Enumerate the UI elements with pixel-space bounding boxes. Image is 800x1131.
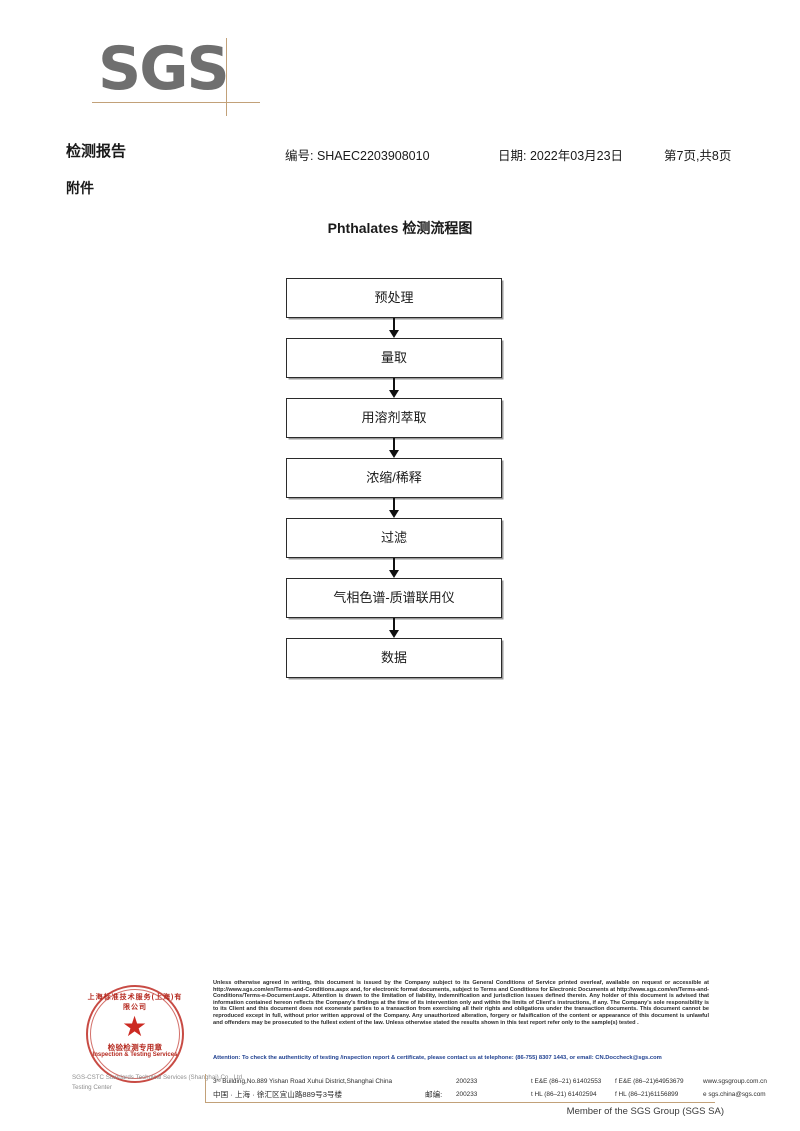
flow-step-4-label: 浓缩/稀释 bbox=[366, 469, 422, 485]
flow-arrow-5 bbox=[286, 558, 502, 578]
flow-arrow-3 bbox=[286, 438, 502, 458]
flow-step-1-label: 预处理 bbox=[374, 289, 414, 305]
seal-english-text: Inspection & Testing Services bbox=[92, 1052, 178, 1058]
company-name-line-1: SGS-CSTC Standards Technical Services (S… bbox=[72, 1074, 244, 1081]
fax-ee: f E&E (86–21)64953679 bbox=[615, 1078, 684, 1085]
flow-step-5: 过滤 bbox=[286, 518, 502, 558]
zip-chinese: 200233 bbox=[456, 1091, 478, 1098]
telephone-ee: t E&E (86–21) 61402553 bbox=[531, 1078, 602, 1085]
email-link[interactable]: e sgs.china@sgs.com bbox=[703, 1091, 766, 1098]
website-link[interactable]: www.sgsgroup.com.cn bbox=[703, 1078, 767, 1085]
flow-step-5-label: 过滤 bbox=[380, 529, 407, 545]
flow-step-7-label: 数据 bbox=[380, 649, 407, 665]
document-header: 检测报告 附件 编号: SHAEC2203908010 日期: 2022年03月… bbox=[66, 140, 766, 200]
logo-vertical-rule bbox=[226, 38, 227, 116]
company-name-line-2: Testing Center bbox=[72, 1084, 112, 1091]
arrow-line-icon bbox=[393, 618, 395, 632]
page-title: 检测报告 bbox=[66, 143, 127, 160]
flow-step-4: 浓缩/稀释 bbox=[286, 458, 502, 498]
telephone-hl: t HL (86–21) 61402594 bbox=[531, 1091, 597, 1098]
flow-step-3: 用溶剂萃取 bbox=[286, 398, 502, 438]
fax-hl: f HL (86–21)61156899 bbox=[615, 1091, 679, 1098]
seal-chinese-text: 检验检测专用章 bbox=[107, 1043, 163, 1052]
seal-arc-text: 上海标准技术服务(上海)有限公司 bbox=[87, 994, 183, 1011]
flow-step-1: 预处理 bbox=[286, 278, 502, 318]
page-indicator: 第7页,共8页 bbox=[664, 149, 732, 163]
arrow-line-icon bbox=[393, 318, 395, 332]
flow-step-2-label: 量取 bbox=[380, 349, 407, 365]
arrow-line-icon bbox=[393, 378, 395, 392]
footer-rule bbox=[205, 1102, 715, 1104]
logo-horizontal-rule bbox=[92, 102, 260, 103]
zip-label-chinese: 邮编: bbox=[425, 1090, 443, 1099]
address-chinese: 中国 · 上海 · 徐汇区宜山路889号3号楼 bbox=[213, 1090, 343, 1099]
address-row-english: 3ʳᵈ Building,No.889 Yishan Road Xuhui Di… bbox=[213, 1075, 767, 1088]
sgs-logo-text: SGS bbox=[98, 34, 230, 104]
arrow-line-icon bbox=[393, 438, 395, 452]
flow-arrow-1 bbox=[286, 318, 502, 338]
address-english: 3ʳᵈ Building,No.889 Yishan Road Xuhui Di… bbox=[213, 1078, 393, 1085]
attention-notice-text: Attention: To check the authenticity of … bbox=[213, 1055, 662, 1061]
company-seal-outer-ring bbox=[86, 985, 184, 1083]
flowchart-title: Phthalates 检测流程图 bbox=[327, 220, 473, 236]
address-band: 3ʳᵈ Building,No.889 Yishan Road Xuhui Di… bbox=[205, 1074, 767, 1102]
attachment-label: 附件 bbox=[66, 180, 94, 196]
company-seal-area: 上海标准技术服务(上海)有限公司 ★ 检验检测专用章 Inspection & … bbox=[72, 980, 244, 1095]
zip-english: 200233 bbox=[456, 1078, 478, 1085]
address-row-chinese: 中国 · 上海 · 徐汇区宜山路889号3号楼 邮编: 200233 t HL … bbox=[213, 1088, 766, 1101]
arrow-head-icon bbox=[389, 330, 399, 338]
member-of-sgs-group: Member of the SGS Group (SGS SA) bbox=[566, 1106, 724, 1117]
arrow-head-icon bbox=[389, 510, 399, 518]
flowchart: 预处理 量取 用溶剂萃取 浓缩/稀释 过滤 气相色谱-质谱联用仪 数据 bbox=[286, 278, 502, 678]
flow-arrow-2 bbox=[286, 378, 502, 398]
sgs-logo: SGS bbox=[92, 34, 298, 118]
flow-step-6: 气相色谱-质谱联用仪 bbox=[286, 578, 502, 618]
flow-step-2: 量取 bbox=[286, 338, 502, 378]
legal-disclaimer-text: Unless otherwise agreed in writing, this… bbox=[213, 980, 709, 1026]
document-footer: 上海标准技术服务(上海)有限公司 ★ 检验检测专用章 Inspection & … bbox=[0, 975, 800, 1131]
arrow-line-icon bbox=[393, 498, 395, 512]
arrow-head-icon bbox=[389, 630, 399, 638]
address-divider bbox=[205, 1074, 207, 1102]
star-icon: ★ bbox=[122, 1011, 148, 1042]
arrow-head-icon bbox=[389, 390, 399, 398]
report-number: 编号: SHAEC2203908010 bbox=[285, 149, 430, 163]
flow-step-6-label: 气相色谱-质谱联用仪 bbox=[333, 589, 455, 605]
flow-step-7: 数据 bbox=[286, 638, 502, 678]
arrow-head-icon bbox=[389, 570, 399, 578]
flow-step-3-label: 用溶剂萃取 bbox=[361, 409, 427, 425]
flow-arrow-6 bbox=[286, 618, 502, 638]
flow-arrow-4 bbox=[286, 498, 502, 518]
arrow-head-icon bbox=[389, 450, 399, 458]
arrow-line-icon bbox=[393, 558, 395, 572]
company-seal-inner-ring bbox=[90, 989, 180, 1079]
report-date: 日期: 2022年03月23日 bbox=[498, 149, 624, 163]
